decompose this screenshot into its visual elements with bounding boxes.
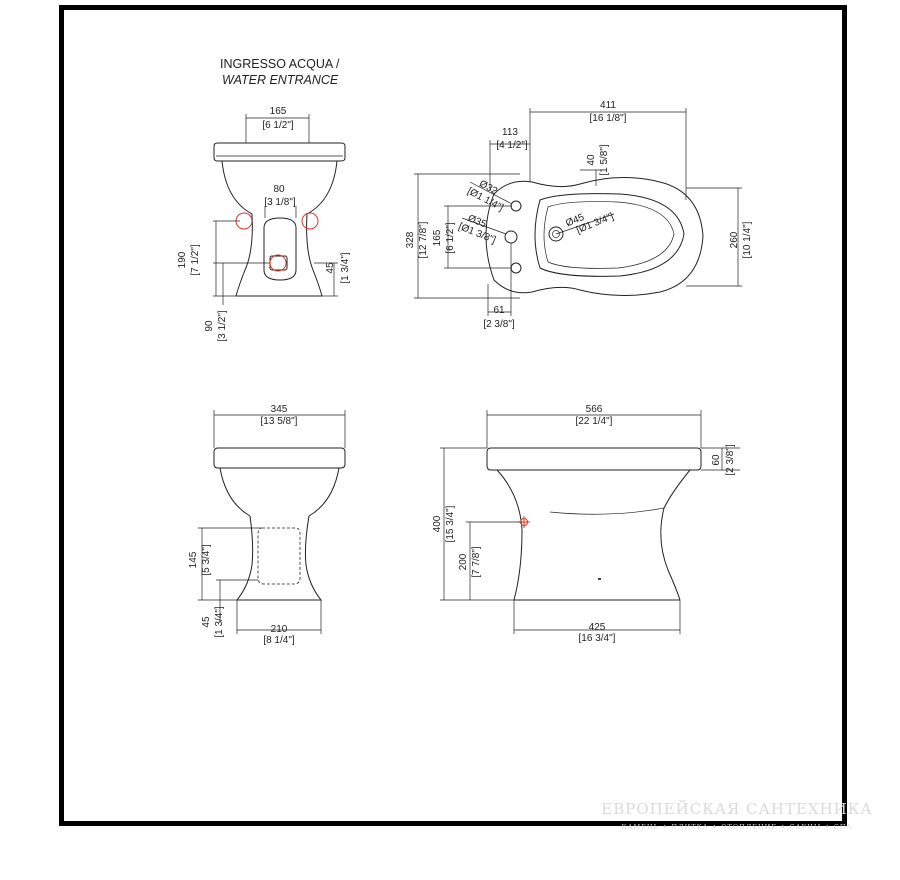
dim-210-in: [8 1/4"] [263, 635, 295, 646]
dim-45-base: 45 [201, 616, 212, 628]
watermark-title: ЕВРОПЕЙСКАЯ САНТЕХНИКА [601, 799, 873, 818]
dim-113-in: [4 1/2"] [496, 140, 528, 151]
dim-566: 566 [586, 404, 603, 415]
dim-345: 345 [271, 404, 288, 415]
dim-190: 190 [177, 251, 188, 268]
dim-113: 113 [502, 127, 518, 138]
dim-200: 200 [458, 553, 469, 570]
dim-61: 61 [493, 305, 505, 316]
drawing-frame [59, 5, 847, 826]
dim-345-in: [13 5/8"] [261, 416, 298, 427]
dim-165-width-in: [6 1/2"] [262, 120, 294, 131]
dim-260-in: [10 1/4"] [742, 221, 753, 258]
top-view: 411 [16 1/8"] 113 [4 1/2"] 40 [1 5/8"] Ø… [405, 100, 753, 330]
dim-425-in: [16 3/4"] [579, 633, 616, 644]
dim-60: 60 [711, 454, 722, 466]
watermark-subtitle: КАМЕНЬ ✦ ПЛИТКА ✦ ОТОПЛЕНИЕ ✦ САУНЫ ✦ СП… [622, 823, 853, 831]
dim-210: 210 [271, 624, 288, 635]
front-view-water-entrance: 165 [6 1/2"] 80 [3 1/8"] 190 [7 1/2"] 90… [177, 106, 351, 342]
dim-80: 80 [273, 184, 285, 195]
dim-90-in: [3 1/2"] [217, 310, 228, 342]
dim-40-in: [1 5/8"] [599, 144, 610, 176]
dim-145-in: [5 3/4"] [201, 544, 212, 576]
dim-200-in: [7 7/8"] [471, 546, 482, 578]
dim-260: 260 [729, 231, 740, 248]
dim-328-in: [12 7/8"] [418, 221, 429, 258]
dim-411: 411 [600, 100, 616, 111]
dim-145: 145 [188, 551, 199, 568]
dim-400-in: [15 3/4"] [445, 505, 456, 542]
side-view: 566 [22 1/4"] 60 [2 3/8"] 400 [15 3/4"] … [432, 404, 740, 644]
dim-165-height: 165 [432, 229, 443, 246]
dim-45-entrance: 45 [325, 262, 336, 274]
dim-45-base-in: [1 3/4"] [214, 606, 225, 638]
dim-165-height-in: [6 1/2"] [445, 222, 456, 254]
dim-60-in: [2 3/8"] [725, 444, 736, 476]
dim-165-width: 165 [270, 106, 287, 117]
dim-45-entrance-in: [1 3/4"] [340, 252, 351, 284]
dim-566-in: [22 1/4"] [576, 416, 613, 427]
title-line-1: INGRESSO ACQUA / [220, 57, 340, 71]
title-line-2: WATER ENTRANCE [222, 73, 339, 87]
dim-425: 425 [589, 622, 606, 633]
dim-328: 328 [405, 231, 416, 248]
dim-40: 40 [586, 154, 597, 166]
dim-80-in: [3 1/8"] [264, 197, 296, 208]
dim-411-in: [16 1/8"] [590, 113, 627, 124]
dim-190-in: [7 1/2"] [190, 244, 201, 276]
dim-90: 90 [204, 320, 215, 332]
dim-400: 400 [432, 515, 443, 532]
dim-61-in: [2 3/8"] [483, 319, 515, 330]
front-view: 345 [13 5/8"] 145 [5 3/4"] 45 [1 3/4"] 2… [188, 404, 346, 646]
